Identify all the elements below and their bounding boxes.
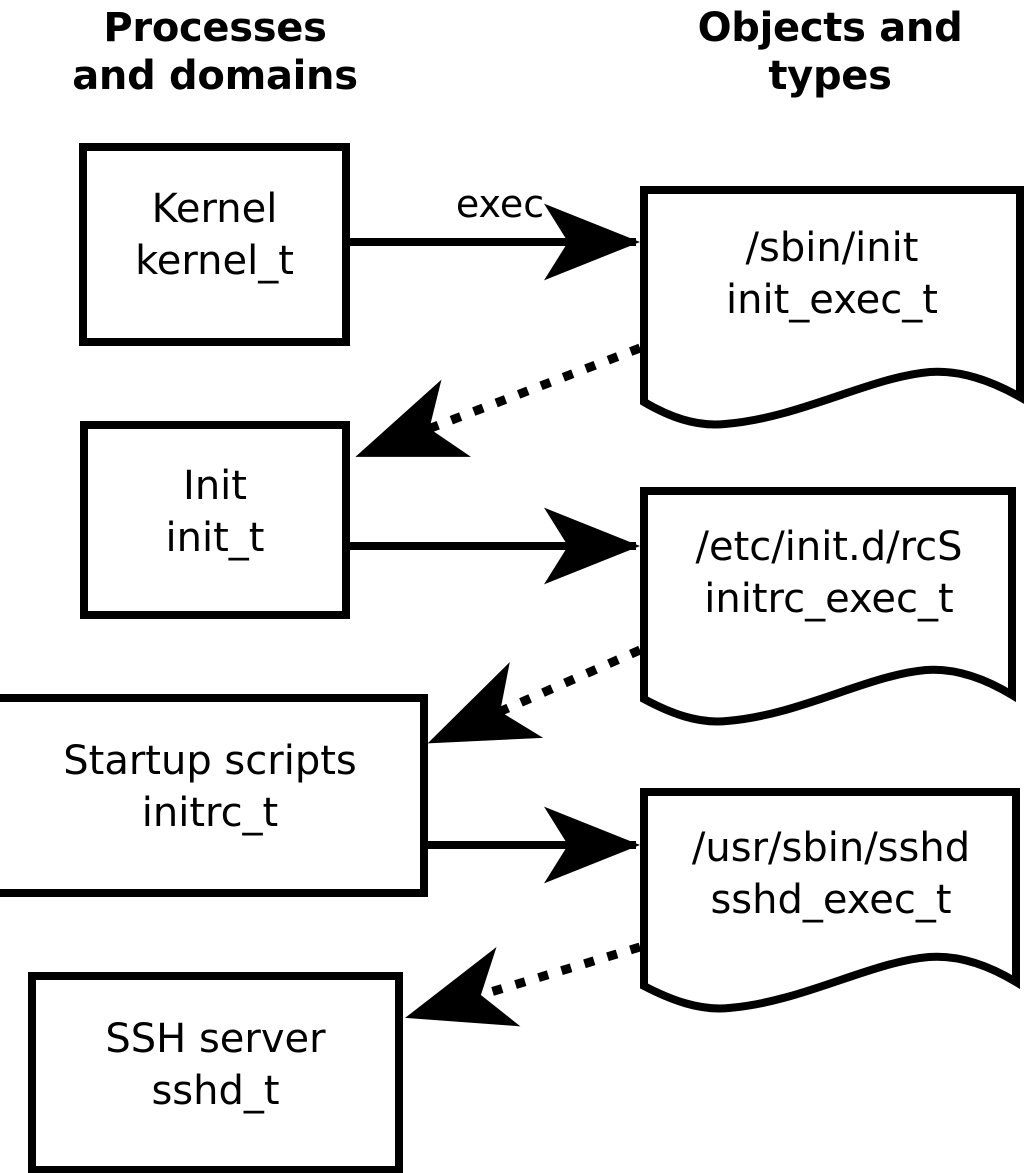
edge-label-exec: exec — [455, 182, 545, 226]
edge-sshd-exec-to-sshd — [405, 942, 642, 1027]
node-init-box — [80, 421, 350, 619]
node-sshd-exec-shape — [640, 788, 1020, 1013]
node-init-exec-shape — [640, 186, 1024, 429]
column-header-processes: Processes and domains — [72, 5, 358, 99]
node-kernel-box — [79, 143, 350, 346]
node-initrc-exec-shape — [640, 487, 1016, 726]
edge-initrc-exec-to-initrc — [427, 645, 642, 744]
column-header-objects: Objects and types — [697, 5, 963, 99]
node-sshd-box — [28, 972, 403, 1173]
edge-init-exec-to-init — [355, 343, 642, 457]
node-initrc-box — [0, 694, 428, 897]
